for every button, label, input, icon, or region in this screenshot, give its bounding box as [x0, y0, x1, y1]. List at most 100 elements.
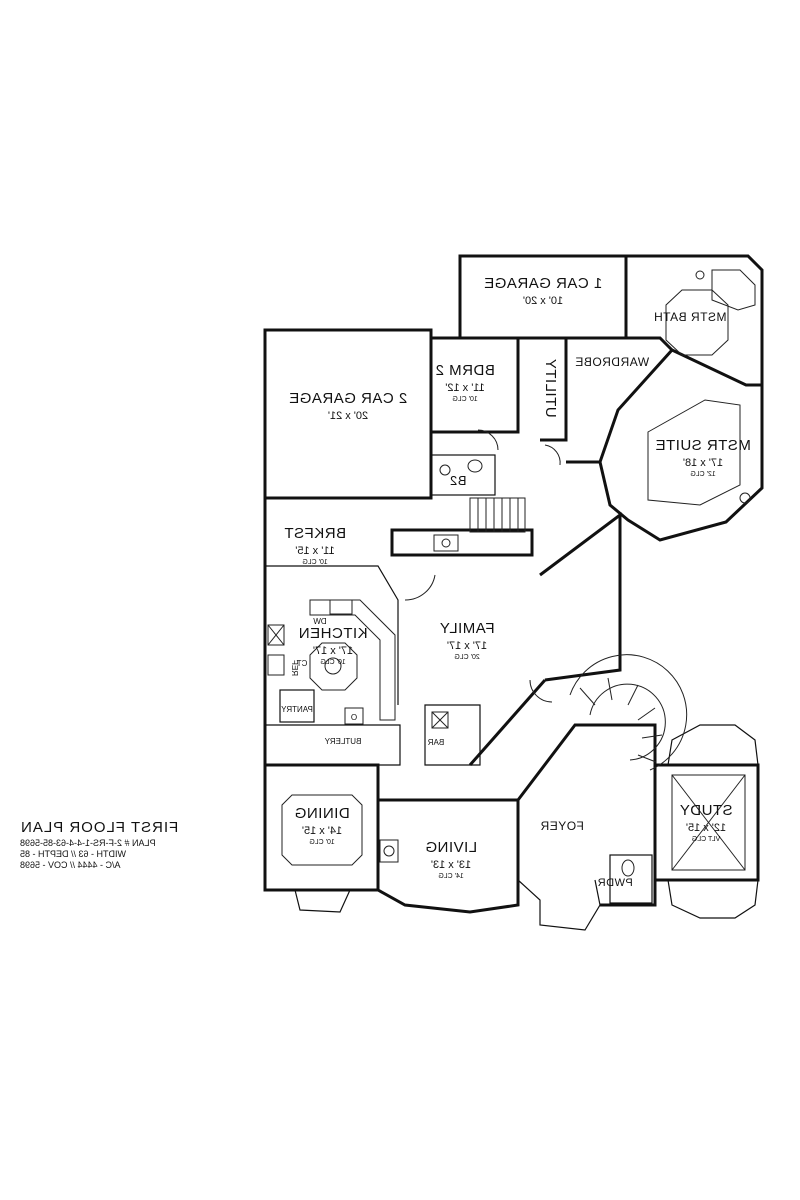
- living-walls: [377, 798, 520, 914]
- study-walls: [655, 763, 760, 882]
- living-fireplace: [379, 839, 399, 863]
- fixtures: [267, 269, 756, 877]
- wardrobe-walls: [566, 336, 675, 464]
- bathtub: [711, 269, 756, 311]
- dw-label: DW: [313, 617, 327, 626]
- mstr-vanity-sink: [695, 270, 705, 280]
- stairs: [469, 497, 688, 771]
- refrigerator: [267, 624, 285, 646]
- plan-area: A/C - 4444 // COV - 5698: [20, 860, 121, 870]
- kitchen-island: [309, 642, 358, 691]
- bdrm2-name: BDRM 2: [435, 362, 495, 379]
- mstr-suite-name: MSTR SUITE: [655, 437, 751, 454]
- plan-title: FIRST FLOOR PLAN: [20, 819, 179, 836]
- title-block: FIRST FLOOR PLAN PLAN # 2-F-RS-1-4-4-63-…: [20, 818, 220, 871]
- kitchen-clg: 10' CLG: [320, 659, 345, 666]
- utility-walls: [518, 336, 568, 442]
- family-diagonal-wall: [468, 679, 547, 766]
- foyer-walls: [516, 723, 657, 907]
- study-bay-bottom: [667, 879, 759, 919]
- label-butlery: BUTLERY: [324, 737, 361, 746]
- label-kitchen: KITCHEN 17' x 17' 10' CLG: [298, 625, 367, 666]
- study-dim: 12' x 15': [686, 822, 726, 834]
- label-wardrobe: WARDROBE: [575, 355, 649, 369]
- pwdr-toilet: [621, 859, 635, 877]
- family-name: FAMILY: [439, 620, 494, 637]
- label-dining: DINING 14' x 15' 10' CLG: [294, 805, 350, 846]
- door-swing-1: [477, 429, 499, 451]
- garage-1-dim: 10' x 20': [523, 295, 563, 307]
- garage-1-name: 1 CAR GARAGE: [484, 275, 603, 292]
- mstr-bath-name: MSTR BATH: [654, 310, 727, 324]
- butlery-name: BUTLERY: [324, 737, 361, 746]
- cooktop: [329, 599, 353, 615]
- kitchen-counters: [309, 599, 396, 721]
- study-bay-top: [667, 724, 759, 766]
- plan-number: PLAN # 2-F-RS-1-4-4-63-85-5698: [20, 838, 156, 848]
- bar-wall: [424, 704, 481, 766]
- utility-name: UTILITY: [542, 358, 559, 417]
- b2-walls: [430, 454, 496, 496]
- brkfst-clg: 10' CLG: [302, 559, 327, 566]
- bdrm2-dim: 11' x 12': [445, 382, 484, 394]
- mstr-suite-clg: 12' CLG: [690, 471, 715, 478]
- garage-2-walls: [263, 328, 433, 500]
- label-foyer: FOYER: [540, 819, 584, 833]
- dining-tray: [281, 794, 363, 866]
- living-name: LIVING: [425, 839, 477, 856]
- family-fireplace: [433, 534, 459, 552]
- family-right-wall: [539, 512, 622, 682]
- tag-ct: CT: [297, 659, 308, 668]
- label-garage-1: 1 CAR GARAGE 10' x 20': [484, 275, 603, 307]
- curved-stair: [569, 654, 688, 771]
- mstr-suite-walls: [598, 348, 764, 542]
- brkfst-name: BRKFST: [284, 525, 346, 542]
- tag-dw: DW: [313, 617, 327, 626]
- label-living: LIVING 13' x 13' 14' CLG: [425, 839, 477, 880]
- dining-dim: 14' x 15': [302, 825, 342, 837]
- foyer-name: FOYER: [540, 819, 584, 833]
- door-swing-2: [529, 679, 553, 703]
- label-bdrm2: BDRM 2 11' x 12' 10' CLG: [435, 362, 495, 403]
- label-pantry: PANTRY: [280, 705, 312, 714]
- pantry-name: PANTRY: [280, 705, 312, 714]
- oven: [344, 707, 364, 725]
- ref-label: REF: [290, 660, 299, 676]
- dining-name: DINING: [294, 805, 350, 822]
- bar-name: BAR: [428, 738, 445, 747]
- dining-clg: 10' CLG: [309, 839, 334, 846]
- family-dim: 17' x 17': [447, 640, 487, 652]
- pantry-walls: [279, 689, 315, 723]
- living-dim: 13' x 13': [431, 859, 471, 871]
- label-utility: UTILITY: [542, 358, 559, 417]
- dining-walls: [263, 763, 380, 892]
- label-brkfst: BRKFST 11' x 15' 10' CLG: [284, 525, 346, 566]
- study-name: STUDY: [679, 802, 732, 819]
- label-b2: B2: [450, 473, 467, 488]
- label-bar: BAR: [428, 738, 445, 747]
- straight-stair: [469, 497, 526, 533]
- label-family: FAMILY 17' x 17' 20' CLG: [439, 620, 494, 661]
- dining-bay: [294, 889, 351, 913]
- family-clg: 20' CLG: [454, 654, 479, 661]
- o-label: O: [351, 713, 357, 722]
- walls: [263, 254, 764, 931]
- kitchen-name: KITCHEN: [298, 625, 367, 642]
- room-labels: 1 CAR GARAGE 10' x 20' 2 CAR GARAGE 20' …: [280, 275, 750, 889]
- door-swing-4: [544, 444, 561, 466]
- garage-2-dim: 20' x 21': [328, 410, 368, 422]
- label-pwdr: PWDR: [597, 877, 633, 889]
- bar-sink: [431, 711, 449, 729]
- mstr-bath-octagon: [665, 289, 729, 356]
- living-clg: 14' CLG: [438, 873, 463, 880]
- island-sink: [324, 657, 342, 675]
- bdrm2-walls: [431, 336, 520, 434]
- mstr-suite-tray: [647, 399, 741, 506]
- label-garage-2: 2 CAR GARAGE 20' x 21': [289, 390, 408, 422]
- kitchen-dim: 17' x 17': [313, 645, 353, 657]
- mstr-suite-dim: 17' x 18': [683, 457, 723, 469]
- label-mstr-suite: MSTR SUITE 17' x 18' 12' CLG: [655, 437, 751, 478]
- garage-2-name: 2 CAR GARAGE: [289, 390, 408, 407]
- brkfst-kitchen-wall: [265, 565, 399, 705]
- b2-toilet: [467, 459, 483, 473]
